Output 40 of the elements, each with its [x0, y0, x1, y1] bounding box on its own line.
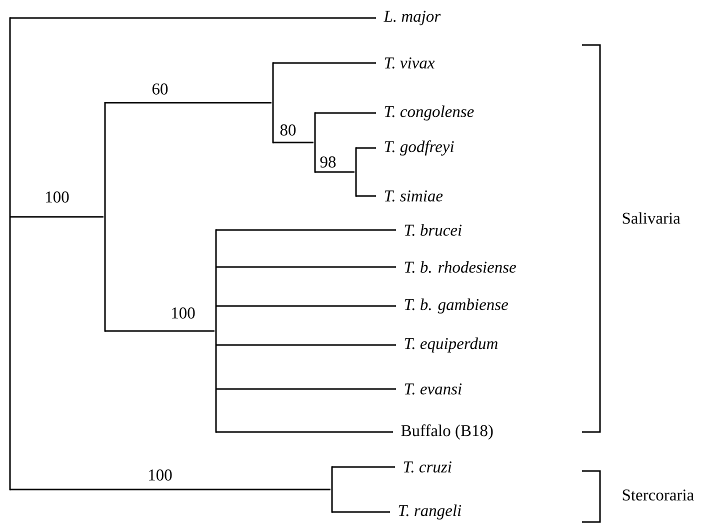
- taxon-label: T. cruzi: [404, 461, 452, 473]
- bootstrap-value: 80: [280, 124, 296, 136]
- branch-line: [10, 17, 376, 19]
- branch-line: [332, 466, 395, 468]
- taxon-label: T. rangeli: [398, 504, 462, 520]
- bootstrap-value: 100: [46, 191, 69, 203]
- branch-line: [216, 305, 396, 307]
- taxon-label: T. vivax: [384, 57, 435, 69]
- branch-line: [273, 62, 376, 64]
- branch-line: [216, 388, 396, 390]
- branch-line: [356, 147, 376, 149]
- taxon-label: T. b. gambiense: [404, 298, 508, 314]
- branch-line: [332, 511, 390, 513]
- taxon-label: T. brucei: [404, 224, 462, 236]
- branch-line: [10, 216, 104, 218]
- branch-line: [10, 488, 330, 490]
- taxon-label: T. b. rhodesiense: [404, 261, 516, 273]
- clade-label: Stercoraria: [622, 489, 694, 501]
- branch-line: [216, 266, 396, 268]
- branch-line: [216, 431, 393, 433]
- taxon-label: T. godfreyi: [384, 140, 454, 156]
- branch-line: [273, 142, 314, 144]
- branch-line: [105, 102, 272, 104]
- bootstrap-value: 98: [320, 156, 336, 168]
- bootstrap-value: 60: [152, 83, 168, 95]
- taxon-label: T. evansi: [404, 383, 462, 395]
- taxon-label: T. congolense: [384, 106, 474, 120]
- branch-line: [216, 344, 396, 346]
- branch-line: [315, 112, 376, 114]
- taxon-label: T. simiae: [384, 190, 443, 202]
- taxon-label: Buffalo (B18): [401, 424, 493, 440]
- branch-line: [105, 330, 214, 332]
- branch-line: [356, 195, 376, 197]
- taxon-label: T. equiperdum: [404, 338, 498, 352]
- bootstrap-value: 100: [149, 469, 172, 481]
- branch-line: [216, 229, 396, 231]
- bootstrap-value: 100: [172, 307, 195, 319]
- branch-line: [315, 171, 354, 173]
- taxon-label: L. major: [384, 10, 441, 26]
- clade-label: Salivaria: [622, 212, 680, 224]
